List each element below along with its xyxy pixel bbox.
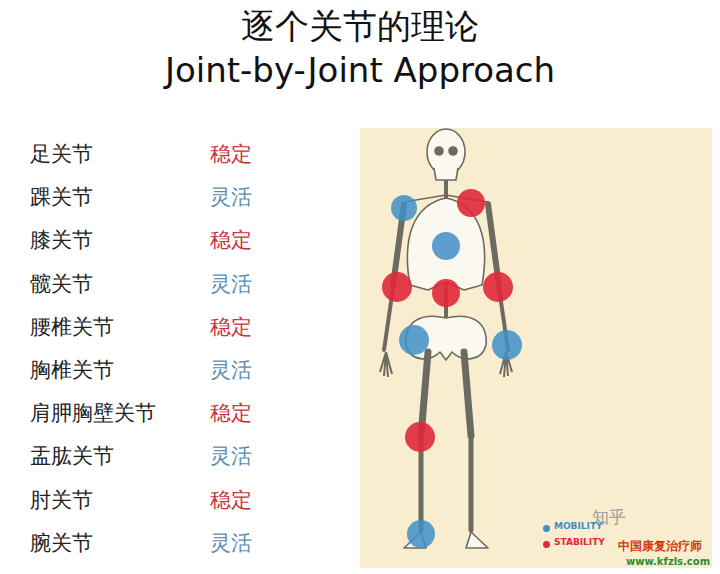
mobility-dot: [391, 195, 417, 221]
legend-swatch: [543, 525, 550, 532]
joint-name: 肩胛胸壁关节: [30, 402, 156, 425]
subtitle: Joint-by-Joint Approach: [0, 52, 720, 89]
mobility-dot: [399, 325, 429, 355]
stability-dot: [483, 272, 513, 302]
mobility-dot: [492, 330, 522, 360]
stability-dot: [405, 422, 435, 452]
joint-role: 稳定: [210, 402, 252, 425]
stability-dot: [432, 279, 460, 307]
joint-role: 灵活: [210, 359, 252, 382]
joint-role: 灵活: [210, 532, 252, 555]
legend-text: STABILITY: [554, 538, 605, 548]
watermark: www.kfzls.com: [626, 556, 710, 567]
joint-name: 踝关节: [30, 186, 93, 209]
joint-name: 足关节: [30, 143, 93, 166]
joint-role: 稳定: [210, 316, 252, 339]
joint-role: 灵活: [210, 186, 252, 209]
joint-name: 髋关节: [30, 273, 93, 296]
joint-role: 稳定: [210, 143, 252, 166]
skeleton: [380, 129, 512, 548]
joint-role: 灵活: [210, 273, 252, 296]
joint-role: 灵活: [210, 445, 252, 468]
stability-dot: [382, 272, 412, 302]
joint-name: 肘关节: [30, 489, 93, 512]
joint-name: 胸椎关节: [30, 359, 114, 382]
stability-dot: [457, 189, 485, 217]
legend-text: MOBILITY: [554, 522, 603, 532]
watermark: 中国康复治疗师: [618, 540, 702, 553]
joint-role: 稳定: [210, 229, 252, 252]
joint-name: 腰椎关节: [30, 316, 114, 339]
panel-ground: [360, 128, 712, 568]
mobility-dot: [407, 520, 435, 548]
title: 逐个关节的理论: [0, 8, 720, 45]
joint-name: 膝关节: [30, 229, 93, 252]
joint-role: 稳定: [210, 489, 252, 512]
joint-dots: [382, 189, 522, 548]
legend-swatch: [543, 541, 550, 548]
mobility-dot: [432, 232, 460, 260]
joint-name: 盂肱关节: [30, 445, 114, 468]
joint-name: 腕关节: [30, 532, 93, 555]
